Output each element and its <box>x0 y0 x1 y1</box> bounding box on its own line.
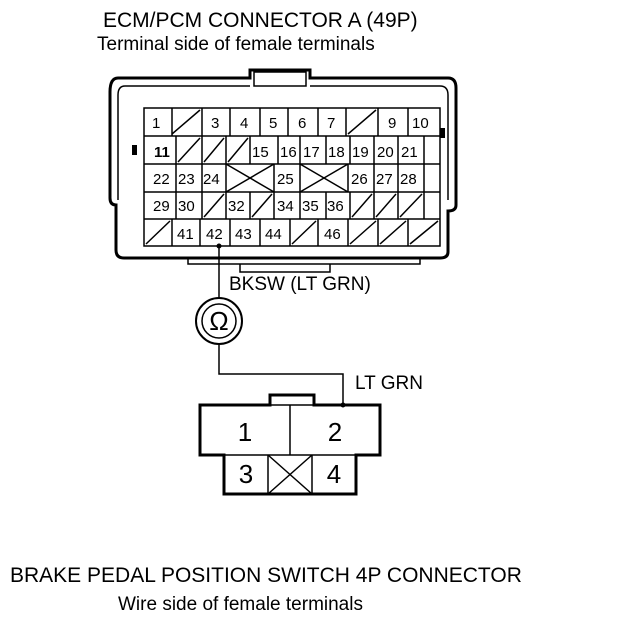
ohm-icon: Ω <box>209 306 228 336</box>
ecm-pin-21: 21 <box>401 144 418 161</box>
ecm-connector: 1 3 4 5 6 7 9 10 11 15 16 17 18 19 20 21… <box>108 68 458 273</box>
ecm-pin-41: 41 <box>177 226 194 243</box>
switch-connector-subtitle: Wire side of female terminals <box>118 594 363 615</box>
ecm-pin-18: 18 <box>328 144 345 161</box>
ecm-pin-43: 43 <box>235 226 252 243</box>
ecm-pin-46: 46 <box>324 226 341 243</box>
ecm-pin-29: 29 <box>153 198 170 215</box>
ecm-pin-7: 7 <box>327 115 335 132</box>
switch-connector <box>198 393 382 496</box>
ecm-pin-9: 9 <box>388 115 396 132</box>
ecm-pin-16: 16 <box>280 144 297 161</box>
ecm-pin-19: 19 <box>352 144 369 161</box>
ecm-pin-23: 23 <box>178 171 195 188</box>
ecm-pin-32: 32 <box>228 198 245 215</box>
ecm-pin-11: 11 <box>154 144 170 161</box>
ecm-pin-20: 20 <box>377 144 394 161</box>
ecm-pin-44: 44 <box>265 226 282 243</box>
ecm-pin-35: 35 <box>302 198 319 215</box>
ecm-pin-36: 36 <box>327 198 344 215</box>
ecm-pin-3: 3 <box>211 115 219 132</box>
ohmmeter <box>195 297 243 345</box>
ecm-pin-10: 10 <box>412 115 429 132</box>
switch-pin-2: 2 <box>328 417 342 447</box>
wire-label-bksw: BKSW (LT GRN) <box>229 274 371 295</box>
ecm-pin-22: 22 <box>153 171 170 188</box>
ecm-pin-30: 30 <box>178 198 195 215</box>
ecm-pin-24: 24 <box>203 171 220 188</box>
switch-connector-title: BRAKE PEDAL POSITION SWITCH 4P CONNECTOR <box>10 564 522 587</box>
ecm-pin-4: 4 <box>240 115 248 132</box>
ecm-pin-34: 34 <box>277 198 294 215</box>
ecm-connector-subtitle: Terminal side of female terminals <box>97 34 375 55</box>
ecm-connector-title: ECM/PCM CONNECTOR A (49P) <box>103 9 418 32</box>
ecm-pin-5: 5 <box>269 115 277 132</box>
wire-label-lt-grn: LT GRN <box>355 373 423 394</box>
switch-pin-1: 1 <box>238 417 252 447</box>
ecm-pin-27: 27 <box>376 171 393 188</box>
ecm-pin-1: 1 <box>152 115 160 132</box>
ecm-pin-17: 17 <box>303 144 320 161</box>
ecm-pin-28: 28 <box>400 171 417 188</box>
ecm-pin-15: 15 <box>252 144 269 161</box>
ecm-pin-25: 25 <box>277 171 294 188</box>
switch-pin-4: 4 <box>327 459 341 489</box>
switch-pin-3: 3 <box>239 459 253 489</box>
ecm-pin-26: 26 <box>351 171 368 188</box>
ecm-pin-6: 6 <box>298 115 306 132</box>
ecm-pin-42: 42 <box>206 226 223 243</box>
